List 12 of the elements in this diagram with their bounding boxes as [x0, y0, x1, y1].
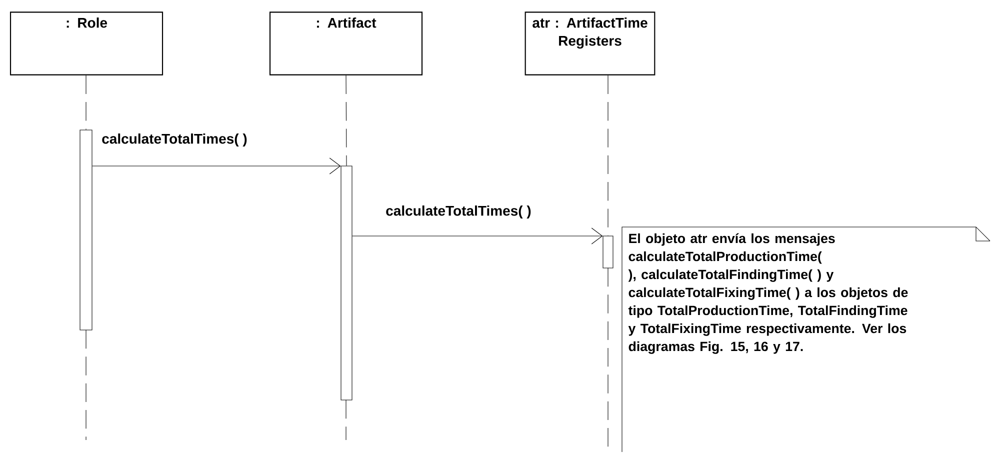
note: El objeto atr envía los mensajes calculateTotalProductionTime( ), calculateTotalFindingTime( ) y calculateTotalFixingTime( ) a los objetos de tipo TotalProductionTime, TotalFindingTime y TotalFixingTime respectivamente. Ver los diagramas Fig. 15, 16 y 17. [622, 226, 990, 452]
object-box: atr : ArtifactTime Registers [524, 12, 656, 76]
object-box: : Artifact [269, 12, 423, 76]
message-label: calculateTotalTimes( ) [102, 133, 247, 147]
activation-bar [80, 130, 92, 330]
lifeline [346, 75, 347, 166]
activation-bar [340, 166, 352, 400]
message-arrow [92, 158, 341, 174]
activation-bar [602, 236, 614, 268]
message-arrow [352, 228, 603, 244]
object-box: : Role [10, 12, 164, 76]
message-label: calculateTotalTimes( ) [386, 205, 531, 219]
